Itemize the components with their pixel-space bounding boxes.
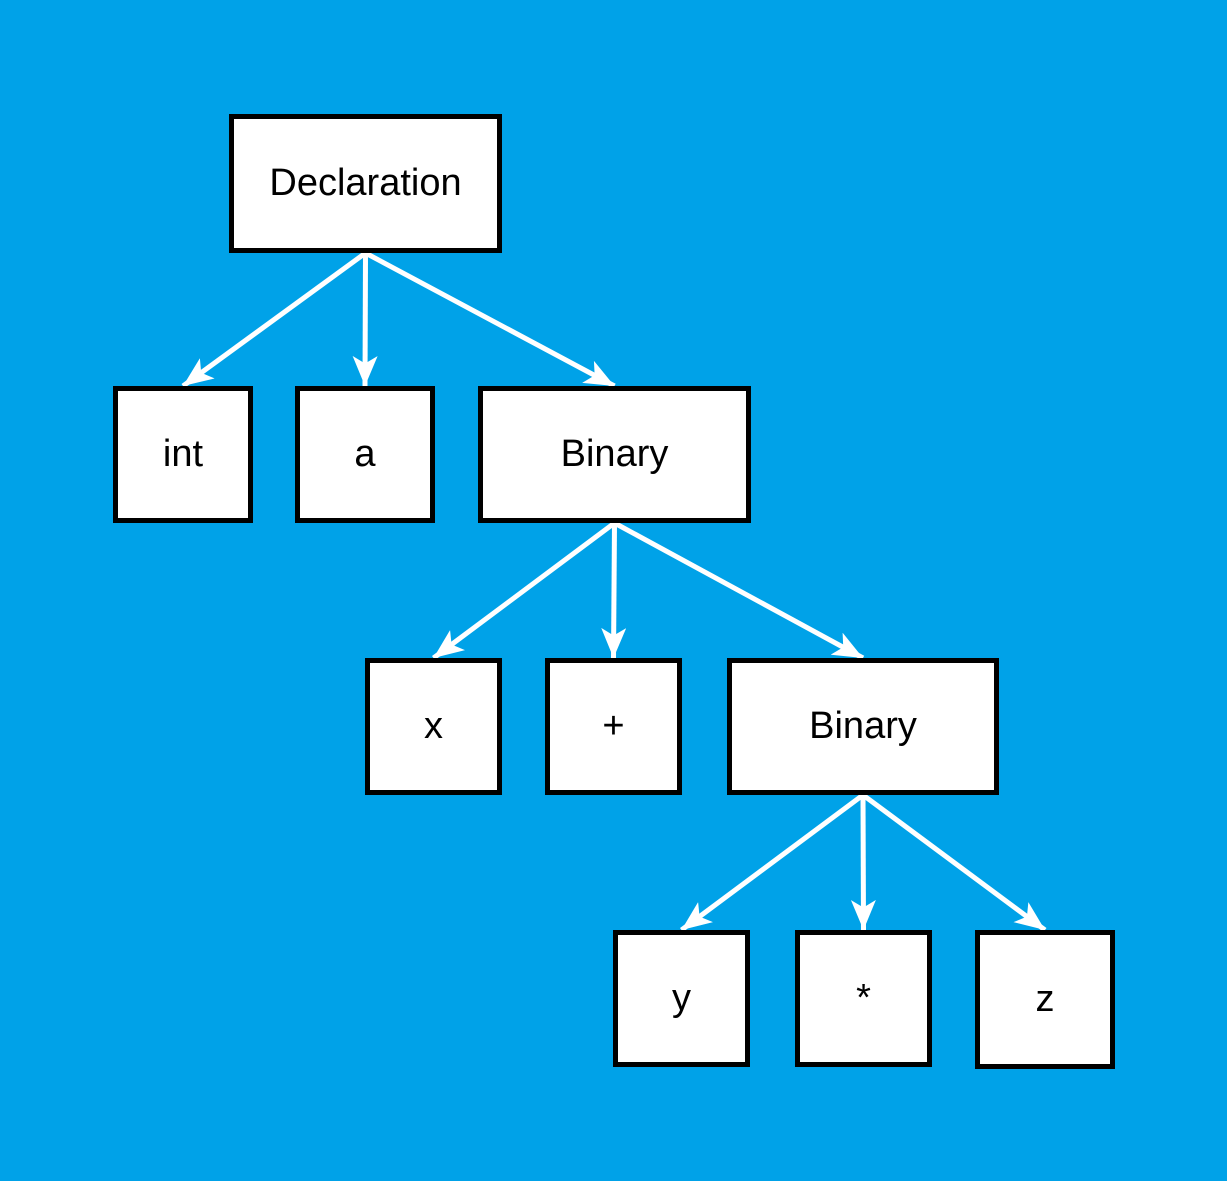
node-plus: + xyxy=(545,658,682,795)
node-label: * xyxy=(856,976,871,1019)
node-label: z xyxy=(1035,977,1055,1020)
tree-edge-declaration-a xyxy=(352,252,378,387)
tree-edge-binary1-x xyxy=(432,520,616,661)
node-z: z xyxy=(975,930,1115,1069)
tree-edge-binary1-plus xyxy=(601,522,627,659)
node-a: a xyxy=(295,386,435,523)
node-y: y xyxy=(613,930,750,1067)
tree-edge-binary2-y xyxy=(680,792,865,933)
tree-edge-binary2-star xyxy=(850,794,876,931)
node-label: Binary xyxy=(809,704,917,747)
node-declaration: Declaration xyxy=(229,114,502,253)
node-label: Binary xyxy=(560,432,669,475)
tree-edge-declaration-binary1 xyxy=(364,250,616,389)
node-binary-1: Binary xyxy=(478,386,751,523)
node-x: x xyxy=(365,658,502,795)
node-label: x xyxy=(424,704,443,747)
tree-edge-declaration-int xyxy=(181,250,367,389)
node-int: int xyxy=(113,386,253,523)
node-star: * xyxy=(795,930,932,1067)
node-label: a xyxy=(354,432,376,475)
node-label: Declaration xyxy=(269,161,462,204)
node-label: int xyxy=(162,432,204,475)
node-binary-2: Binary xyxy=(727,658,999,795)
tree-edge-binary2-z xyxy=(861,792,1047,933)
node-label: y xyxy=(672,976,691,1019)
node-label: + xyxy=(602,704,625,747)
tree-edge-binary1-binary2 xyxy=(613,520,865,661)
